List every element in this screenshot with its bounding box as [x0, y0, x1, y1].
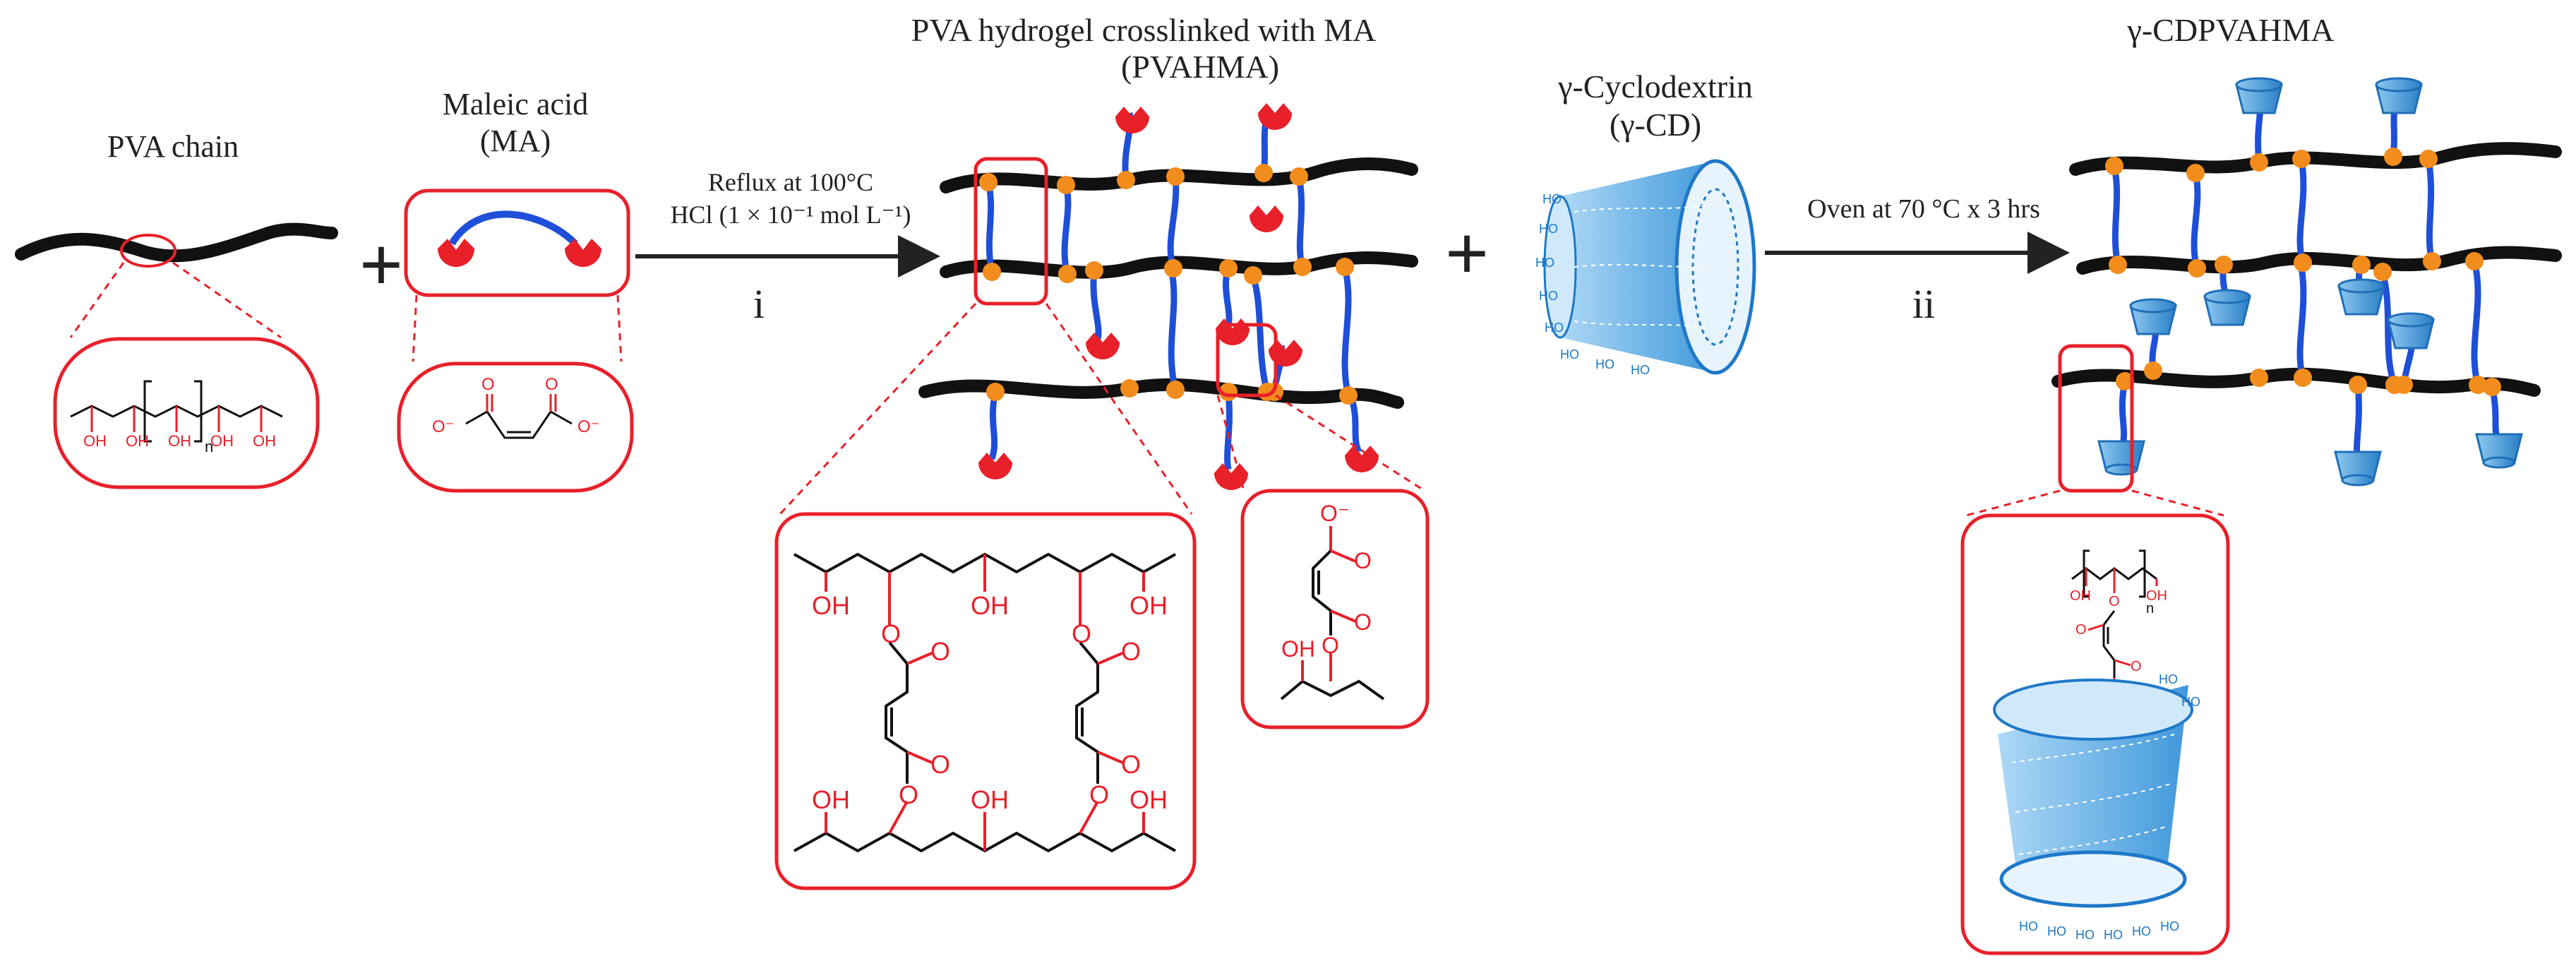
pva-chain-strand	[15, 222, 338, 263]
crosslink-structure-box	[774, 512, 1197, 890]
product-skeletal-formula: OH OH O n O O O	[2070, 549, 2167, 696]
label-gamma-cd: γ-Cyclodextrin	[1557, 68, 1753, 105]
svg-text:O: O	[1322, 633, 1339, 658]
svg-text:O: O	[899, 780, 918, 809]
svg-text:O⁻: O⁻	[1320, 501, 1350, 526]
label-maleic-acid: Maleic acid	[443, 87, 588, 121]
label-product: γ-CDPVAHMA	[2127, 12, 2335, 48]
plus-sign-2: +	[1445, 210, 1490, 297]
label-gamma-cd-abbr: (γ-CD)	[1610, 107, 1701, 143]
label-step-ii: ii	[1912, 281, 1935, 327]
svg-text:O⁻: O⁻	[432, 417, 454, 436]
pendant-structure-box	[1240, 489, 1430, 729]
svg-text:HO: HO	[1545, 321, 1564, 335]
svg-text:OH: OH	[83, 432, 107, 450]
svg-text:HO: HO	[2019, 919, 2038, 933]
label-step-i: i	[753, 281, 765, 327]
svg-text:OH: OH	[1130, 591, 1168, 620]
svg-text:O: O	[1121, 750, 1141, 779]
label-pvahma: PVA hydrogel crosslinked with MA	[911, 12, 1377, 48]
svg-text:HO: HO	[1535, 256, 1554, 270]
ma-box	[404, 189, 630, 297]
ma-end-right	[565, 239, 601, 267]
svg-text:O: O	[930, 637, 950, 666]
svg-text:OH: OH	[2146, 588, 2167, 604]
svg-text:O: O	[930, 750, 950, 779]
svg-text:OH: OH	[812, 785, 850, 814]
svg-text:HO: HO	[2075, 928, 2095, 942]
svg-text:HO: HO	[1631, 363, 1650, 377]
svg-text:O: O	[1089, 780, 1109, 809]
svg-text:HO: HO	[2159, 672, 2178, 686]
label-pvahma-abbr: (PVAHMA)	[1121, 49, 1279, 85]
pva-skeletal-formula: OH OH OH OH OH n	[70, 380, 283, 455]
gamma-cd-molecule: HO HO HO HO HO HO HO HO	[1535, 159, 1756, 377]
svg-text:OH: OH	[126, 432, 149, 450]
svg-text:HO: HO	[1560, 347, 1579, 362]
ma-linker	[448, 210, 578, 246]
svg-text:OH: OH	[168, 432, 191, 450]
label-oven: Oven at 70 °C x 3 hrs	[1807, 194, 2040, 224]
svg-text:OH: OH	[971, 591, 1009, 620]
svg-text:O: O	[481, 375, 495, 394]
svg-text:HO: HO	[1539, 222, 1558, 236]
label-ma: (MA)	[480, 124, 551, 158]
crosslink-skeletal-formula: OH OH OH O O O O O O O O OH OH OH	[793, 552, 1176, 853]
svg-text:O: O	[1072, 619, 1091, 648]
pva-chain-zoom-circle	[120, 234, 176, 268]
ma-end-left	[438, 239, 474, 267]
svg-text:O: O	[2131, 659, 2142, 674]
ma-skeletal-formula: O O O⁻ O⁻	[432, 375, 599, 439]
product-zoom-box	[2058, 344, 2134, 493]
crosslink-zoom-box	[974, 157, 1048, 306]
svg-text:O: O	[2109, 594, 2120, 609]
plus-sign-1: +	[359, 222, 404, 308]
pendant-zoom-box	[1216, 323, 1278, 398]
svg-text:O: O	[1354, 548, 1372, 573]
product-cd-detail: HO HO HO HO HO HO HO HO	[1993, 672, 2200, 942]
svg-text:OH: OH	[971, 785, 1009, 814]
pvahma-network	[918, 107, 1418, 470]
svg-text:O: O	[1354, 609, 1372, 635]
svg-text:OH: OH	[812, 591, 850, 620]
svg-text:OH: OH	[1130, 785, 1168, 814]
svg-text:O: O	[2075, 622, 2087, 638]
pva-structure-box	[53, 337, 320, 489]
svg-text:HO: HO	[2104, 928, 2123, 942]
svg-text:HO: HO	[2132, 924, 2151, 938]
svg-text:OH: OH	[1281, 636, 1315, 662]
svg-text:n: n	[2146, 601, 2154, 616]
svg-text:HO: HO	[1539, 289, 1558, 303]
product-cd-cups	[2097, 77, 2523, 486]
label-reflux: Reflux at 100°C	[708, 168, 873, 196]
svg-text:O: O	[881, 619, 901, 648]
pendant-skeletal-formula: O⁻ O O O OH	[1280, 501, 1385, 700]
svg-text:O: O	[1121, 637, 1141, 666]
svg-text:O⁻: O⁻	[577, 417, 599, 436]
svg-text:n: n	[205, 438, 213, 455]
svg-text:HO: HO	[2160, 919, 2179, 933]
svg-text:HO: HO	[2047, 924, 2066, 938]
svg-text:OH: OH	[2070, 588, 2091, 604]
svg-text:O: O	[545, 375, 558, 394]
svg-text:OH: OH	[210, 432, 234, 450]
label-pva-chain: PVA chain	[107, 129, 239, 164]
label-hcl: HCl (1 × 10⁻¹ mol L⁻¹)	[671, 201, 911, 229]
svg-text:OH: OH	[253, 432, 276, 450]
svg-text:HO: HO	[2181, 695, 2200, 709]
svg-text:HO: HO	[1595, 357, 1615, 371]
ma-structure-box	[397, 362, 634, 493]
svg-text:HO: HO	[1542, 192, 1562, 206]
